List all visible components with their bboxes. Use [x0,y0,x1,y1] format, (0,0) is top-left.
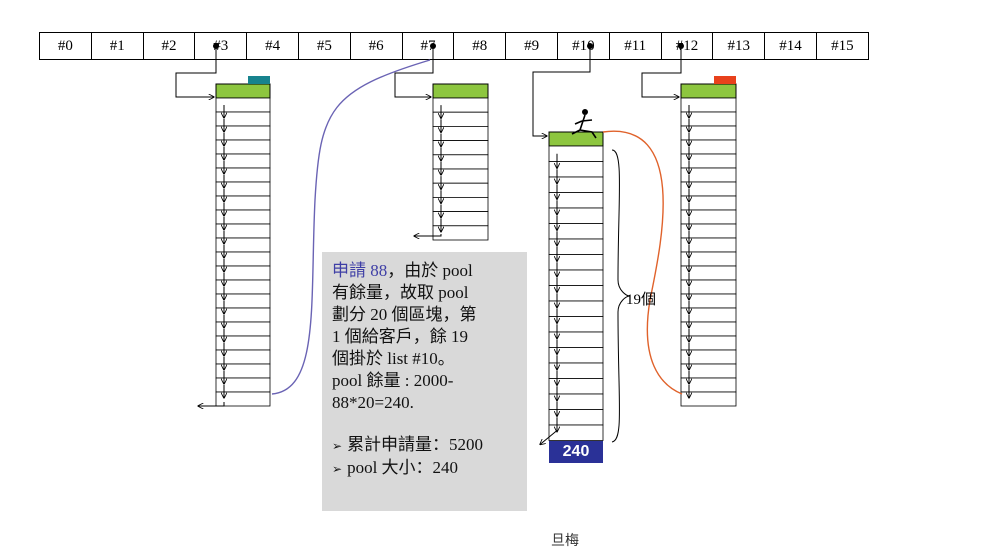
free-list-cell: #9 [505,32,558,60]
free-list-cell: #2 [142,32,196,60]
info-line-5: 個掛於 list #10。 [332,349,455,368]
memory-block [215,391,271,407]
list-7-header [432,83,489,99]
list-10-header [548,131,604,147]
info-line-4: 1 個給客戶，餘 19 [332,327,468,346]
free-list-cell: #8 [453,32,507,60]
person-icon [582,109,588,115]
bullet-arrow-icon: ➢ [332,462,343,476]
free-list-cell: #11 [608,32,662,60]
red-marker [714,76,736,84]
list-3-end-arrow [198,402,225,406]
purple-link-curve [271,59,431,395]
explanation-box: 申請 88，由於 pool 有餘量，故取 pool 劃分 20 個區塊，第 1 … [322,252,527,511]
block-count-brace [611,149,631,443]
pointer-list-3 [175,46,217,97]
pointer-list-7 [394,46,434,97]
memory-block [548,424,604,441]
free-list-array: #0#1#2#3#4#5#6#7#8#9#10#11#12#13#14#15 [39,32,869,60]
bullet-pool-size-text: pool 大小：240 [347,458,459,477]
info-line-3: 劃分 20 個區塊，第 [332,305,477,324]
person-icon-body [571,114,597,139]
block-count-label: 19個 [626,292,657,308]
free-list-cell: #0 [39,32,92,60]
info-line-1: 申請 88，由於 pool [332,260,517,282]
bullet-cumulative: ➢ 累計申請量：5200 [332,434,517,457]
free-list-cell: #12 [660,32,714,60]
info-line-7: 88*20=240. [332,393,414,412]
memory-block [680,391,737,407]
free-list-cell: #15 [815,32,869,60]
free-list-cell: #7 [401,32,455,60]
orange-link-curve [602,130,683,395]
free-list-cell: #10 [556,32,610,60]
list-12-header [680,83,737,99]
footer-fragment: 旦梅 [551,534,579,549]
pointer-list-10 [532,46,591,136]
list-10-end-arrow [540,430,558,445]
free-list-cell: #1 [90,32,144,60]
free-list-cell: #6 [349,32,403,60]
bullet-arrow-icon: ➢ [332,439,343,453]
info-line-1-rest: ，由於 pool [387,261,473,280]
teal-marker [248,76,270,84]
info-highlight: 申請 88 [332,261,388,280]
bullet-pool-size: ➢ pool 大小：240 [332,457,517,480]
free-list-cell: #13 [712,32,766,60]
pointer-list-12 [641,46,682,97]
pool-size-badge: 240 [549,441,603,463]
bullet-cumulative-text: 累計申請量：5200 [347,435,484,454]
free-list-cell: #4 [246,32,299,60]
list-3-header [215,83,271,99]
info-line-2: 有餘量，故取 pool [332,283,469,302]
memory-block [432,225,489,241]
info-line-6: pool 餘量 : 2000- [332,371,454,390]
list-7-end-arrow [414,234,442,236]
